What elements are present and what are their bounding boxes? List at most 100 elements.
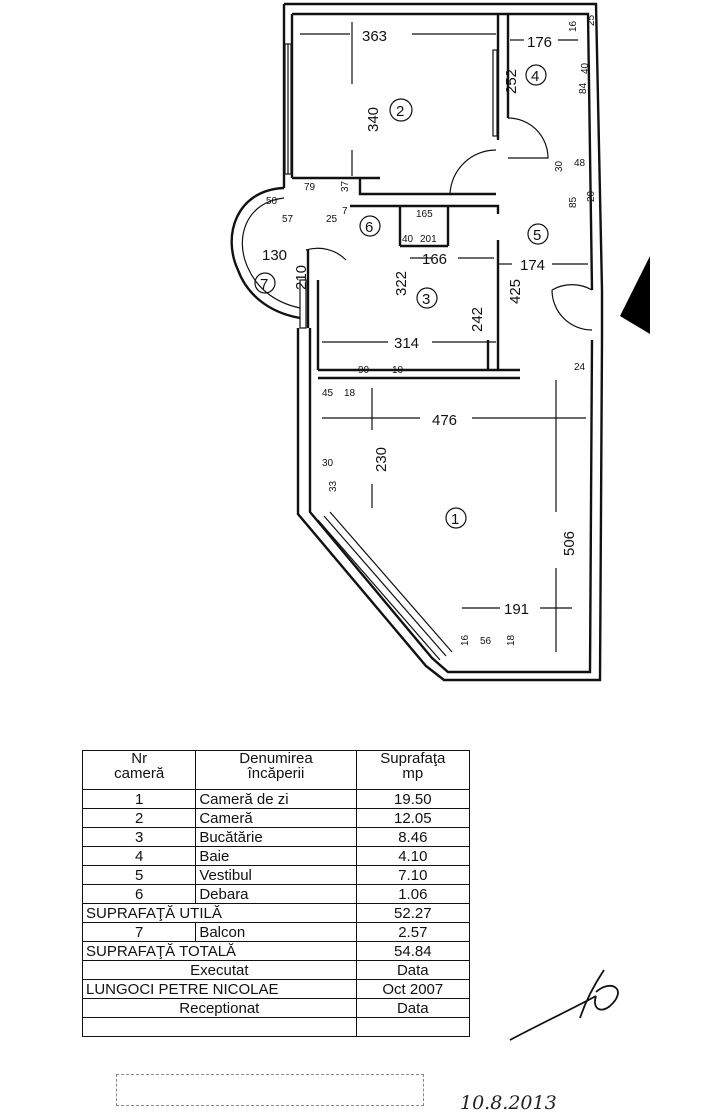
- room-5-number: 5: [533, 227, 541, 244]
- row-name: Cameră: [195, 808, 357, 828]
- executat-date-label: Data: [355, 960, 471, 980]
- dim-40: 40: [580, 62, 591, 74]
- dim-48: 48: [574, 158, 586, 169]
- balcony-row: 7 Balcon 2.57: [81, 922, 471, 942]
- balcony-area: 2.57: [355, 922, 471, 942]
- row-name: Bucătărie: [195, 827, 357, 847]
- total-area-label: SUPRAFAŢĂ TOTALĂ: [82, 941, 357, 961]
- dim-45: 45: [322, 388, 334, 399]
- header-suprafata: Suprafaţa mp: [355, 750, 471, 790]
- dim-252: 252: [503, 69, 520, 94]
- dim-191: 191: [504, 601, 529, 618]
- row-name: Vestibul: [195, 865, 357, 885]
- table-header-row: Nr cameră Denumirea încăperii Suprafaţa …: [81, 750, 471, 790]
- header-denumirea: Denumirea încăperii: [195, 750, 357, 790]
- row-nr: 1: [81, 789, 197, 809]
- executat-label: Executat: [82, 960, 357, 980]
- dim-476: 476: [432, 412, 457, 429]
- dim-210: 210: [293, 265, 310, 290]
- dim-425: 425: [507, 279, 524, 304]
- handwritten-date: 10.8.2013: [460, 1092, 557, 1114]
- faded-stamp: [116, 1074, 424, 1106]
- table-row: 2 Cameră 12.05: [81, 808, 471, 828]
- table-row: 4 Baie 4.10: [81, 846, 471, 866]
- dim-174: 174: [520, 257, 545, 274]
- dim-20: 20: [586, 190, 597, 202]
- interior-walls: [292, 14, 520, 380]
- util-area-value: 52.27: [355, 903, 471, 923]
- row-name: Debara: [195, 884, 357, 904]
- dim-24: 24: [574, 362, 586, 373]
- row-area: 4.10: [355, 846, 471, 866]
- total-area-value: 54.84: [355, 941, 471, 961]
- table-row: 1 Cameră de zi 19.50: [81, 789, 471, 809]
- balcony-nr: 7: [81, 922, 197, 942]
- dim-50: 50: [266, 196, 278, 207]
- total-area-row: SUPRAFAŢĂ TOTALĂ 54.84: [82, 941, 471, 961]
- author-date: Oct 2007: [355, 979, 471, 999]
- entrance-arrow-icon: [620, 256, 650, 334]
- row-area: 19.50: [355, 789, 471, 809]
- signature-icon: [509, 969, 619, 1041]
- receptionat-row: Receptionat Data: [82, 998, 471, 1018]
- floor-plan: 363 176 340 252 166 174 130 210 322 242 …: [230, 2, 650, 682]
- dim-242: 242: [469, 307, 486, 332]
- row-nr: 3: [81, 827, 197, 847]
- dim-30b: 30: [322, 458, 334, 469]
- executat-row: Executat Data: [82, 960, 471, 980]
- header-nr: Nr cameră: [81, 750, 197, 790]
- dim-16b: 16: [460, 634, 471, 646]
- door-swings: [305, 117, 593, 331]
- empty-row: [82, 1017, 471, 1037]
- room-7-number: 7: [260, 276, 268, 293]
- dim-56: 56: [480, 636, 492, 647]
- dim-340: 340: [365, 107, 382, 132]
- room-1-number: 1: [451, 511, 459, 528]
- receptionat-date-label: Data: [355, 998, 471, 1018]
- dim-230: 230: [373, 447, 390, 472]
- row-name: Cameră de zi: [195, 789, 357, 809]
- dim-165: 165: [416, 209, 433, 220]
- util-area-label: SUPRAFAŢĂ UTILĂ: [82, 903, 357, 923]
- row-nr: 4: [81, 846, 197, 866]
- dim-10: 10: [392, 365, 404, 376]
- dim-25b: 25: [326, 214, 338, 225]
- dim-176: 176: [527, 34, 552, 51]
- dim-16: 16: [568, 20, 579, 32]
- dim-85: 85: [568, 196, 579, 208]
- balcony-name: Balcon: [195, 922, 357, 942]
- room-markers: 2 4 6 5 3 7 1: [254, 64, 549, 529]
- rooms-table: Nr cameră Denumirea încăperii Suprafaţa …: [81, 750, 471, 1037]
- empty-cell: [82, 1017, 357, 1037]
- dim-90: 90: [358, 365, 370, 376]
- dim-322: 322: [393, 271, 410, 296]
- receptionat-label: Receptionat: [82, 998, 357, 1018]
- dim-201: 201: [420, 234, 437, 245]
- dim-57: 57: [282, 214, 294, 225]
- windows: [284, 43, 498, 661]
- room-2-number: 2: [396, 103, 404, 120]
- dim-363: 363: [362, 28, 387, 45]
- author-name: LUNGOCI PETRE NICOLAE: [82, 979, 357, 999]
- dim-18: 18: [344, 388, 356, 399]
- dim-166: 166: [422, 251, 447, 268]
- dim-84: 84: [578, 82, 589, 94]
- room-6-number: 6: [365, 219, 373, 236]
- balcony: [230, 186, 301, 320]
- author-row: LUNGOCI PETRE NICOLAE Oct 2007: [82, 979, 471, 999]
- table-row: 6 Debara 1.06: [81, 884, 471, 904]
- dim-506: 506: [561, 531, 578, 556]
- dim-33: 33: [328, 480, 339, 492]
- dim-37: 37: [340, 180, 351, 192]
- row-area: 12.05: [355, 808, 471, 828]
- row-area: 8.46: [355, 827, 471, 847]
- dimension-lines: [300, 22, 588, 652]
- small-dimension-labels: 16 25 40 84 30 48 85 20 79 37 50 57 25 7…: [266, 14, 597, 647]
- row-name: Baie: [195, 846, 357, 866]
- table-row: 5 Vestibul 7.10: [81, 865, 471, 885]
- row-nr: 2: [81, 808, 197, 828]
- row-area: 7.10: [355, 865, 471, 885]
- row-nr: 5: [81, 865, 197, 885]
- room-3-number: 3: [422, 291, 430, 308]
- dim-130: 130: [262, 247, 287, 264]
